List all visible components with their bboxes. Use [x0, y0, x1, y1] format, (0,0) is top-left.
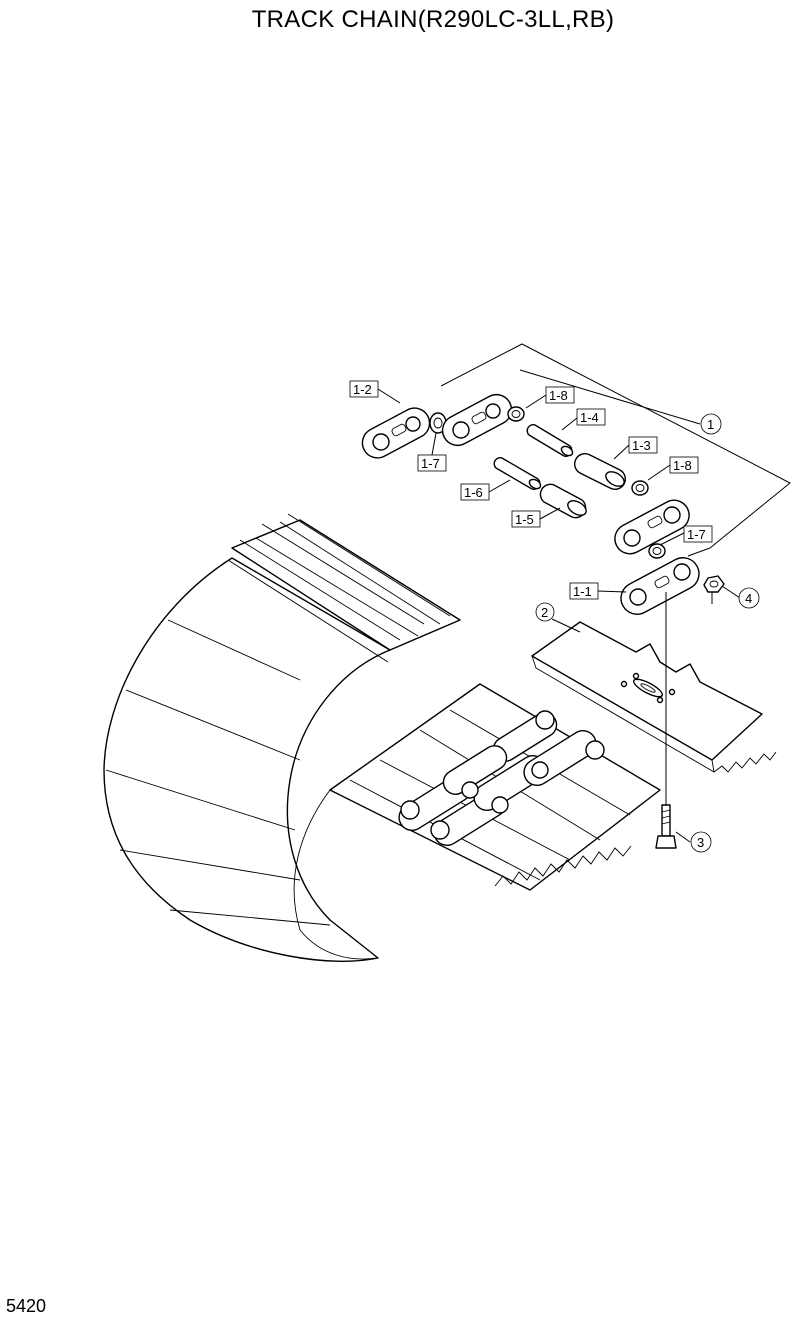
- link-1-2-drawing: [361, 407, 431, 459]
- assembled-track-drawing: [103, 513, 661, 962]
- callout-1-7-left: 1-7: [417, 454, 447, 472]
- callout-1-8-right: 1-8: [669, 456, 699, 474]
- callout-1-1: 1-1: [569, 582, 599, 600]
- callout-label: 1-8: [549, 388, 568, 403]
- shoe-plate-2-drawing: [531, 621, 777, 773]
- bolt-3-drawing: [655, 804, 677, 849]
- callout-1-3: 1-3: [628, 436, 658, 454]
- page-number: 5420: [6, 1296, 47, 1316]
- callout-1: 1: [700, 413, 722, 435]
- assembly-bracket-lines: [440, 343, 791, 557]
- callout-1-5: 1-5: [511, 510, 541, 528]
- callout-label: 1-3: [632, 438, 651, 453]
- pin-1-4-drawing: [526, 424, 574, 457]
- callout-3: 3: [690, 831, 712, 853]
- page-title: TRACK CHAIN(R290LC-3LL,RB): [251, 6, 615, 33]
- callout-label: 1-8: [673, 458, 692, 473]
- callout-label: 4: [745, 591, 752, 606]
- callout-1-2: 1-2: [349, 380, 379, 398]
- callout-label: 1: [707, 417, 714, 432]
- callout-4: 4: [738, 587, 760, 609]
- callout-label: 1-2: [353, 382, 372, 397]
- exploded-parts: [361, 393, 777, 849]
- bushing-1-3-drawing: [574, 453, 626, 490]
- callout-label: 1-7: [421, 456, 440, 471]
- bushing-1-5-drawing: [539, 483, 587, 519]
- leader-lines: [377, 369, 741, 843]
- seal-1-7-right-drawing: [648, 543, 666, 559]
- pin-1-6-drawing: [493, 457, 542, 490]
- callout-1-6: 1-6: [460, 483, 490, 501]
- link-right-upper-drawing: [614, 499, 690, 555]
- spacer-1-8-top-drawing: [507, 406, 525, 422]
- callout-1-4: 1-4: [576, 408, 606, 426]
- link-1-1-drawing: [620, 557, 700, 615]
- callout-label: 1-6: [464, 485, 483, 500]
- callout-1-7-right: 1-7: [683, 525, 713, 543]
- callout-1-8-top: 1-8: [545, 386, 575, 404]
- link-1-2b-drawing: [441, 393, 513, 447]
- callout-label: 3: [697, 835, 704, 850]
- callout-2: 2: [535, 602, 555, 622]
- callout-label: 1-7: [687, 527, 706, 542]
- callout-label: 1-4: [580, 410, 599, 425]
- nut-4-drawing: [703, 575, 725, 593]
- spacer-1-8-right-drawing: [631, 480, 649, 496]
- callout-label: 1-5: [515, 512, 534, 527]
- callout-label: 2: [541, 605, 548, 620]
- callout-label: 1-1: [573, 584, 592, 599]
